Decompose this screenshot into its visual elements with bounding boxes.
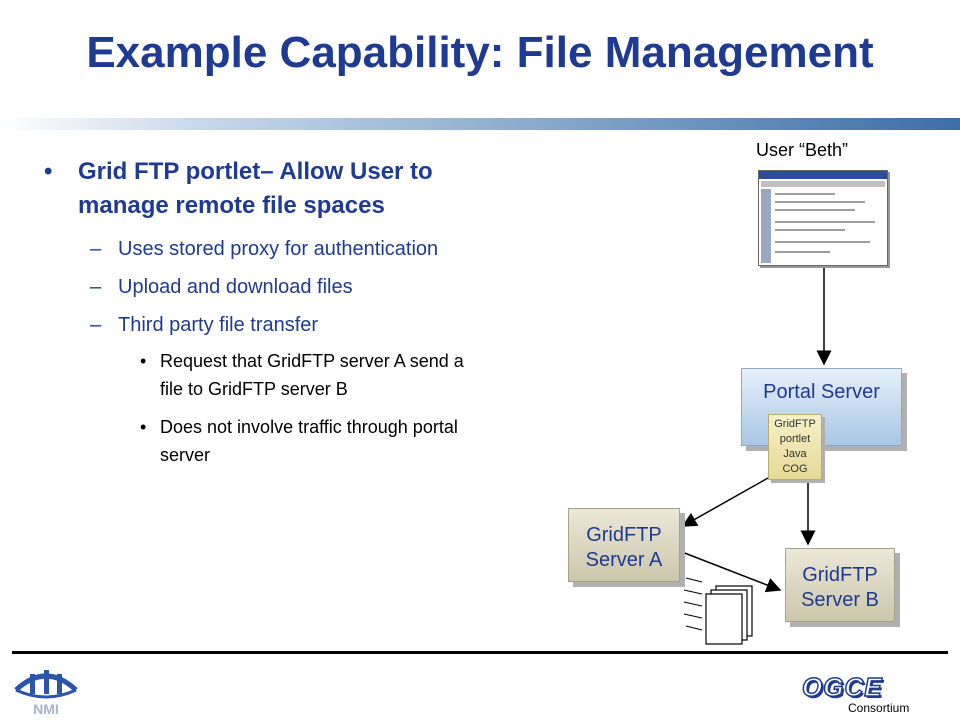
server-a-line-1: GridFTP <box>586 524 662 546</box>
server-b-line-2: Server B <box>801 589 879 611</box>
cog-line-1: GridFTP <box>774 418 816 430</box>
gridftp-server-a-box: GridFTP Server A <box>568 508 680 582</box>
ogce-logo: OGCE <box>801 671 883 703</box>
gridftp-portlet-cog-box: GridFTP portlet Java COG <box>768 414 822 480</box>
file-stack-icon <box>683 577 753 645</box>
bullet-sub-3: –Third party file transfer <box>90 314 319 336</box>
portal-server-label: Portal Server <box>763 381 880 403</box>
gridftp-server-b-box: GridFTP Server B <box>785 548 895 622</box>
arrow-server-a-to-server-b <box>681 551 782 593</box>
server-b-line-1: GridFTP <box>802 564 878 586</box>
cog-line-4: COG <box>782 463 808 475</box>
bullet-subsub-2: Does not involve traffic through portal … <box>40 413 480 469</box>
slide-title: Example Capability: File Management <box>86 28 874 77</box>
nmi-logo: NMI <box>14 670 78 716</box>
cog-line-2: portlet <box>779 433 811 445</box>
bullet-main: Grid FTP portlet– Allow User to manage r… <box>40 155 480 223</box>
footer-rule <box>12 651 948 654</box>
bullet-subsub-1: Request that GridFTP server A send a fil… <box>40 347 480 403</box>
bullet-sub-2: –Upload and download files <box>90 276 353 298</box>
browser-screenshot-thumbnail <box>758 170 888 266</box>
ogce-consortium-label: Consortium <box>848 701 910 715</box>
server-a-line-2: Server A <box>585 549 663 571</box>
arrow-cog-to-server-a <box>681 477 769 527</box>
bullet-sub-1: –Uses stored proxy for authentication <box>90 238 439 260</box>
svg-text:NMI: NMI <box>33 701 59 716</box>
bullet-list: Grid FTP portlet– Allow User to manage r… <box>40 155 480 469</box>
title-rule <box>0 118 960 130</box>
user-label: User “Beth” <box>756 140 849 160</box>
cog-line-3: Java <box>783 448 807 460</box>
